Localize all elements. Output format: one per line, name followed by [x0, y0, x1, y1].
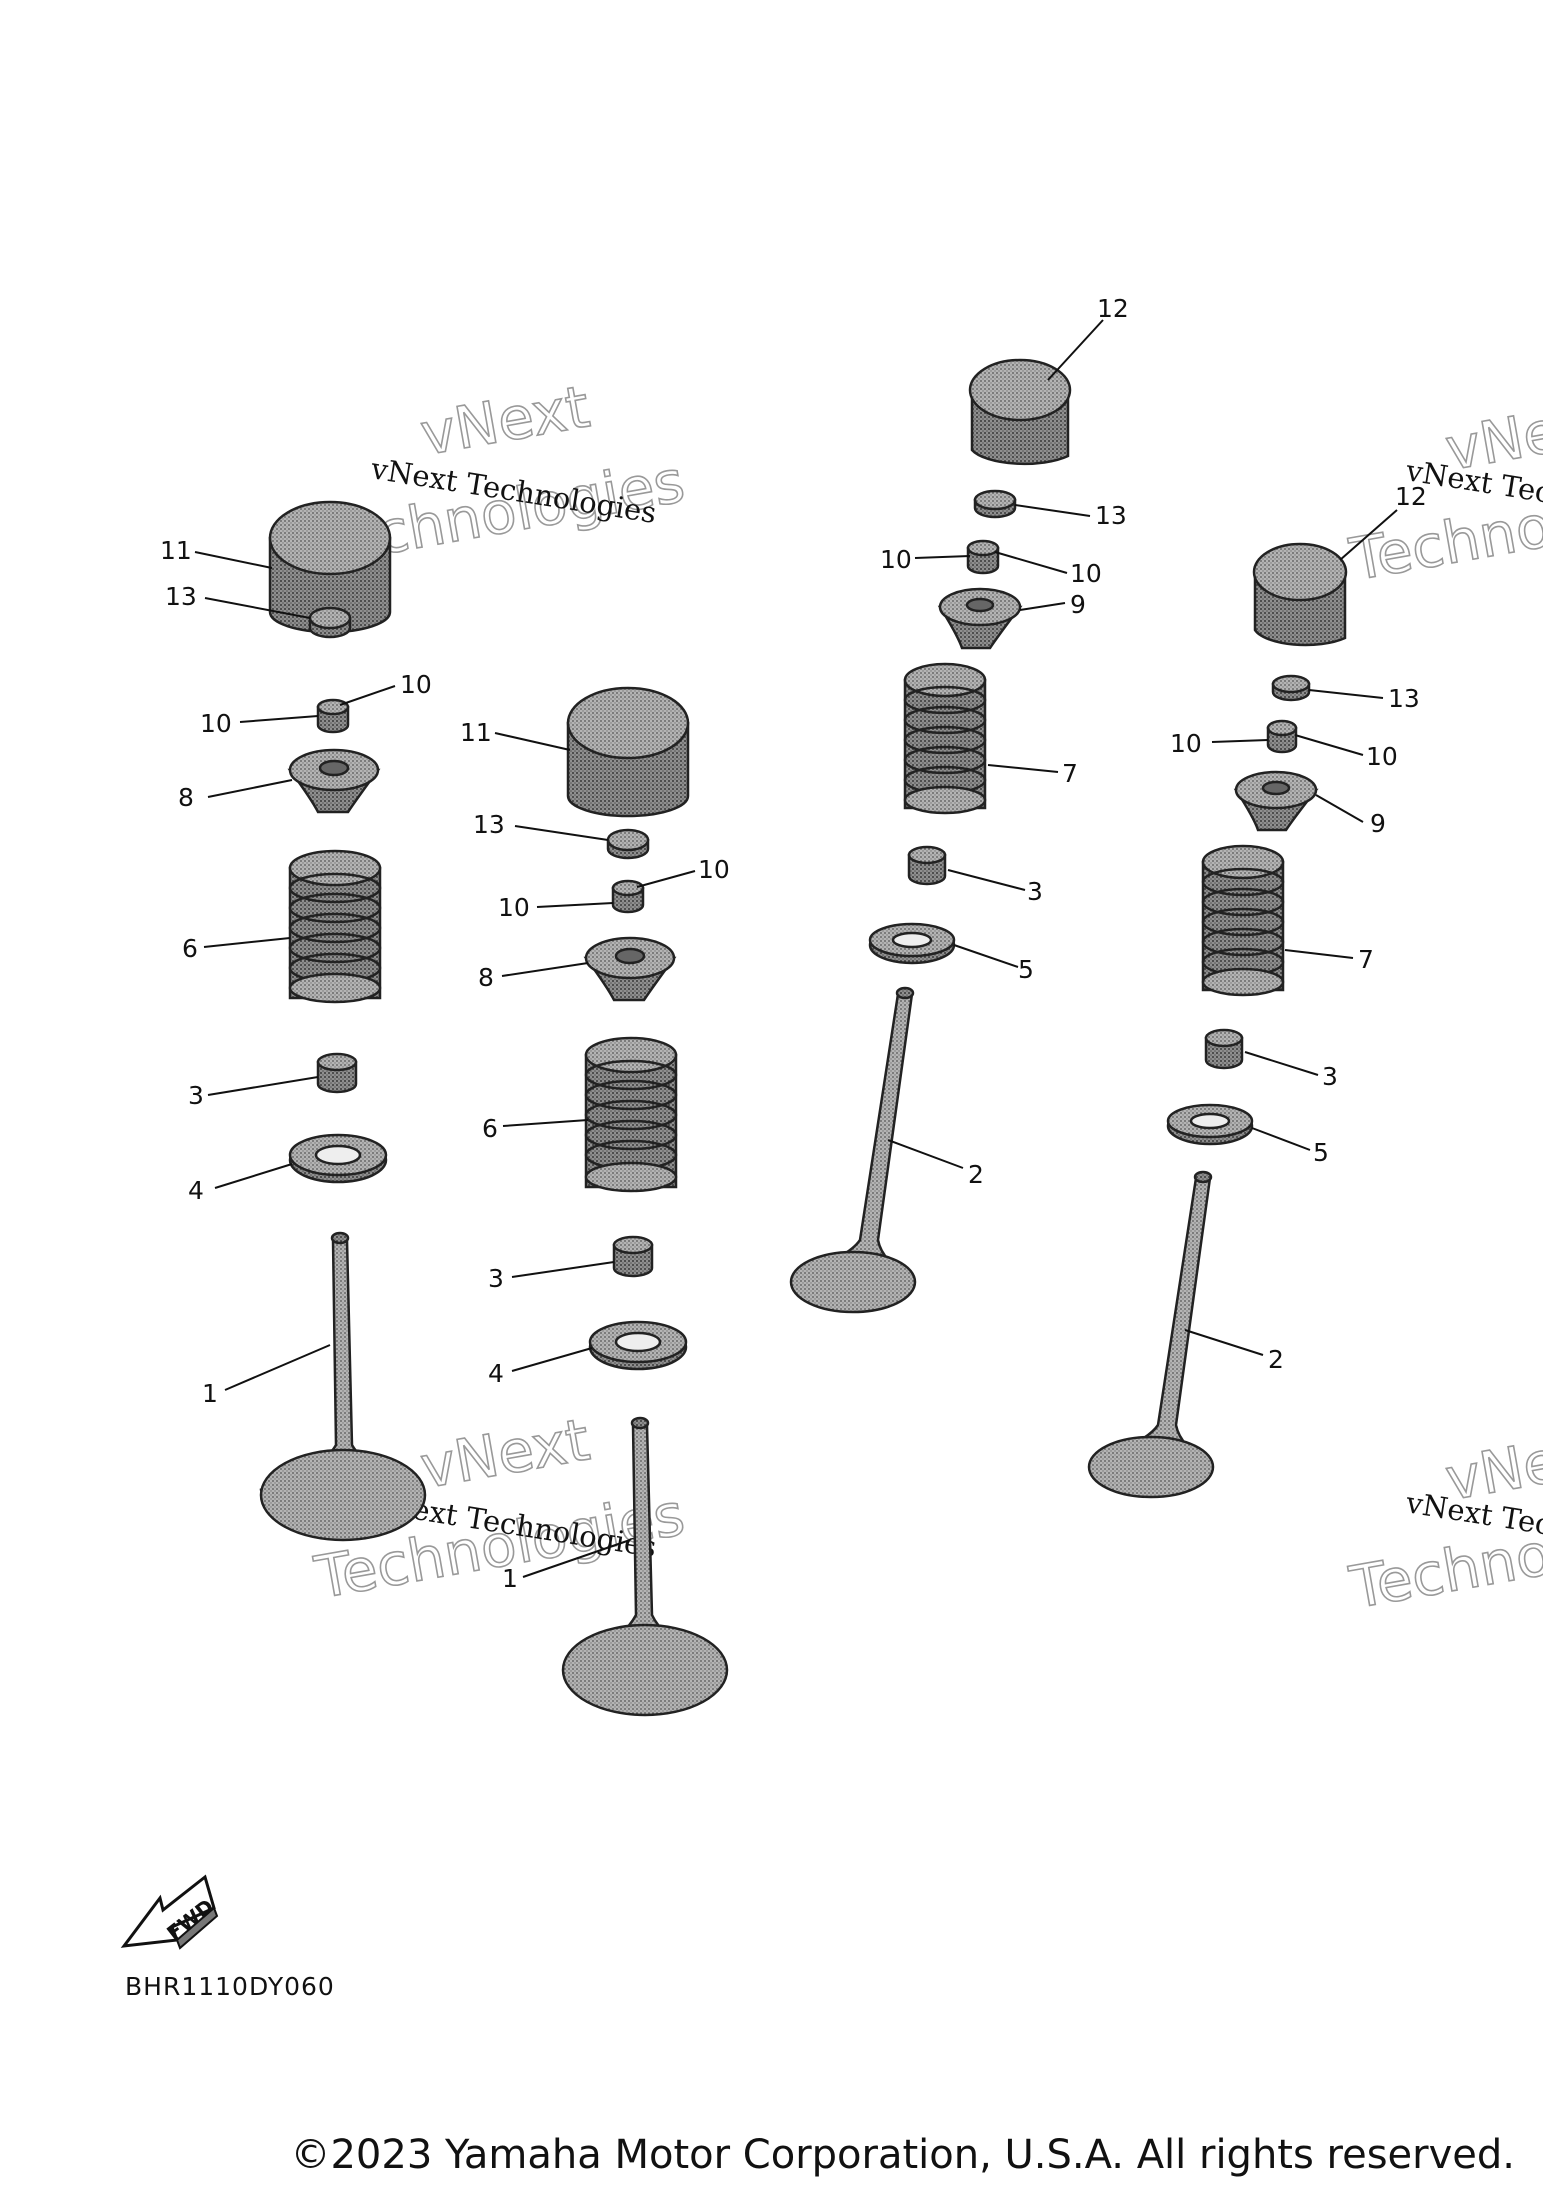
part-spring-seat: [1166, 1103, 1254, 1146]
part-shim: [308, 606, 352, 639]
part-valve-cotter: [316, 698, 350, 734]
callout-6: 6: [182, 934, 198, 963]
diagram-code: BHR1110DY060: [125, 1972, 335, 2001]
copyright-notice: ©2023 Yamaha Motor Corporation, U.S.A. A…: [0, 2132, 1543, 2178]
part-intake-valve: [561, 1416, 729, 1717]
fwd-arrow-icon: FWD: [120, 1874, 218, 1950]
watermark-word1: vNext: [416, 1405, 595, 1501]
callout-12: 12: [1395, 482, 1427, 511]
callout-5: 5: [1018, 955, 1034, 984]
part-spring-seat: [868, 922, 956, 965]
callout-7: 7: [1062, 759, 1078, 788]
part-spring-retainer: [937, 587, 1023, 650]
callout-9: 9: [1370, 809, 1386, 838]
part-shim: [606, 828, 650, 860]
part-valve-lifter: [566, 686, 690, 818]
part-intake-valve: [259, 1231, 427, 1542]
callout-1: 1: [202, 1379, 218, 1408]
callout-12: 12: [1097, 294, 1129, 323]
watermark-top-right: vNext Technologies vNext Technologies: [1344, 387, 1543, 595]
callout-7: 7: [1358, 945, 1374, 974]
part-exhaust-valve: [789, 986, 917, 1314]
callout-2: 2: [968, 1160, 984, 1189]
callout-10: 10: [200, 709, 232, 738]
callout-1: 1: [502, 1564, 518, 1593]
callout-6: 6: [482, 1114, 498, 1143]
callout-8: 8: [478, 963, 494, 992]
callout-3: 3: [188, 1081, 204, 1110]
callout-4: 4: [188, 1176, 204, 1205]
watermark-bottom-right: vNext Technologies vNext Technologies: [1344, 1417, 1543, 1623]
callout-11: 11: [160, 536, 192, 565]
part-valve-stem-seal: [907, 845, 947, 886]
callout-13: 13: [165, 582, 197, 611]
part-spring-seat: [588, 1320, 688, 1371]
part-valve-lifter: [1252, 542, 1348, 647]
part-valve-cotter: [611, 879, 645, 914]
part-valve-stem-seal: [612, 1235, 654, 1278]
part-valve-spring: [903, 662, 987, 815]
part-spring-seat: [288, 1133, 388, 1184]
callout-3: 3: [1322, 1062, 1338, 1091]
copyright-text: ©2023 Yamaha Motor Corporation, U.S.A. A…: [290, 2132, 1515, 2178]
callout-11: 11: [460, 718, 492, 747]
part-valve-cotter: [966, 539, 1000, 575]
callout-9: 9: [1070, 590, 1086, 619]
part-valve-stem-seal: [1204, 1028, 1244, 1070]
part-shim: [973, 489, 1017, 519]
callout-10: 10: [400, 670, 432, 699]
callout-10: 10: [880, 545, 912, 574]
part-spring-retainer: [1233, 770, 1319, 832]
part-valve-spring: [584, 1036, 678, 1193]
part-spring-retainer: [583, 936, 677, 1002]
callout-13: 13: [473, 810, 505, 839]
callout-5: 5: [1313, 1138, 1329, 1167]
part-shim: [1271, 674, 1311, 702]
part-valve-cotter: [1266, 719, 1298, 754]
part-valve-spring: [1201, 844, 1285, 997]
callout-2: 2: [1268, 1345, 1284, 1374]
part-spring-retainer: [287, 748, 381, 814]
part-valve-lifter: [968, 358, 1072, 466]
part-exhaust-valve: [1087, 1170, 1215, 1499]
callout-10: 10: [698, 855, 730, 884]
callout-10: 10: [1366, 742, 1398, 771]
leader-lines: [194, 319, 1398, 1578]
part-valve-spring: [288, 849, 382, 1004]
callout-13: 13: [1388, 684, 1420, 713]
callout-13: 13: [1095, 501, 1127, 530]
callout-10: 10: [498, 893, 530, 922]
callout-10: 10: [1070, 559, 1102, 588]
part-valve-lifter: [268, 500, 392, 634]
callout-10: 10: [1170, 729, 1202, 758]
watermark-word1: vNext: [416, 372, 595, 468]
callout-labels: 11 13 10 10 8 6 3 4 1 11 13 10 10 8 6 3 …: [160, 294, 1427, 1593]
part-valve-stem-seal: [316, 1052, 358, 1094]
callout-8: 8: [178, 783, 194, 812]
callout-3: 3: [488, 1264, 504, 1293]
callout-3: 3: [1027, 877, 1043, 906]
callout-4: 4: [488, 1359, 504, 1388]
